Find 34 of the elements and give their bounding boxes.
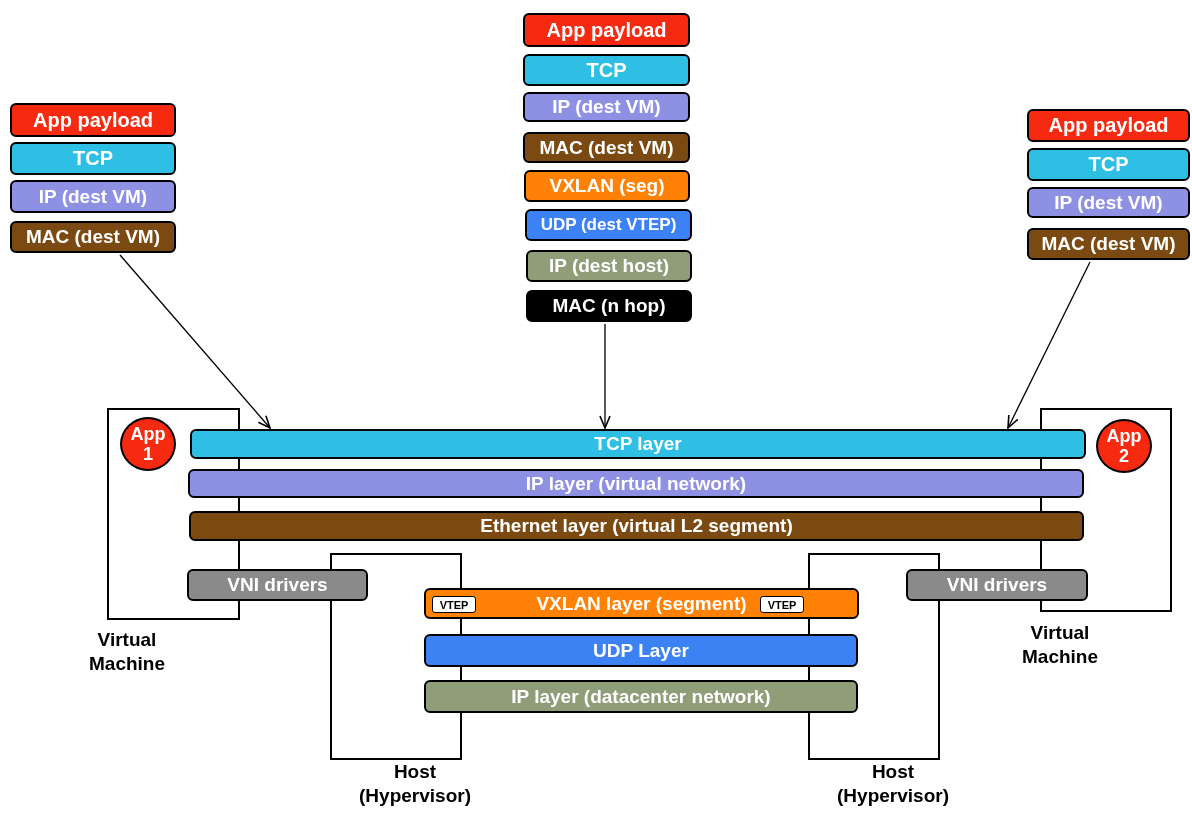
header-box: IP (dest VM) bbox=[1027, 187, 1190, 218]
header-box: IP (dest VM) bbox=[523, 92, 690, 122]
protocol-layer-bar: VNI drivers bbox=[906, 569, 1088, 601]
header-box: App payload bbox=[523, 13, 690, 47]
header-box: TCP bbox=[523, 54, 690, 86]
header-box: IP (dest VM) bbox=[10, 180, 176, 213]
header-box: MAC (n hop) bbox=[526, 290, 692, 322]
header-box: IP (dest host) bbox=[526, 250, 692, 282]
layer-label: VXLAN layer (segment) bbox=[536, 592, 747, 615]
machine-label: Virtual Machine bbox=[88, 628, 166, 676]
header-box: MAC (dest VM) bbox=[1027, 228, 1190, 260]
vtep-tag: VTEP bbox=[760, 596, 804, 613]
protocol-layer-bar: UDP Layer bbox=[424, 634, 858, 667]
header-box: App payload bbox=[1027, 109, 1190, 142]
header-box: App payload bbox=[10, 103, 176, 137]
machine-label: Host (Hypervisor) bbox=[358, 760, 472, 808]
header-box: MAC (dest VM) bbox=[523, 132, 690, 163]
header-box: TCP bbox=[10, 142, 176, 175]
protocol-layer-bar bbox=[424, 588, 859, 619]
protocol-layer-bar: Ethernet layer (virtual L2 segment) bbox=[189, 511, 1084, 541]
machine-label: Virtual Machine bbox=[1021, 621, 1099, 669]
machine-label: Host (Hypervisor) bbox=[836, 760, 950, 808]
header-box: MAC (dest VM) bbox=[10, 221, 176, 253]
header-box: VXLAN (seg) bbox=[524, 170, 690, 202]
header-box: TCP bbox=[1027, 148, 1190, 181]
protocol-layer-bar: IP layer (datacenter network) bbox=[424, 680, 858, 713]
header-box: UDP (dest VTEP) bbox=[525, 209, 692, 241]
protocol-layer-bar: IP layer (virtual network) bbox=[188, 469, 1084, 498]
arrow bbox=[1007, 261, 1091, 429]
arrow bbox=[599, 323, 611, 429]
vtep-tag: VTEP bbox=[432, 596, 476, 613]
arrow bbox=[119, 254, 271, 429]
protocol-layer-bar: TCP layer bbox=[190, 429, 1086, 459]
protocol-layer-bar: VNI drivers bbox=[187, 569, 368, 601]
